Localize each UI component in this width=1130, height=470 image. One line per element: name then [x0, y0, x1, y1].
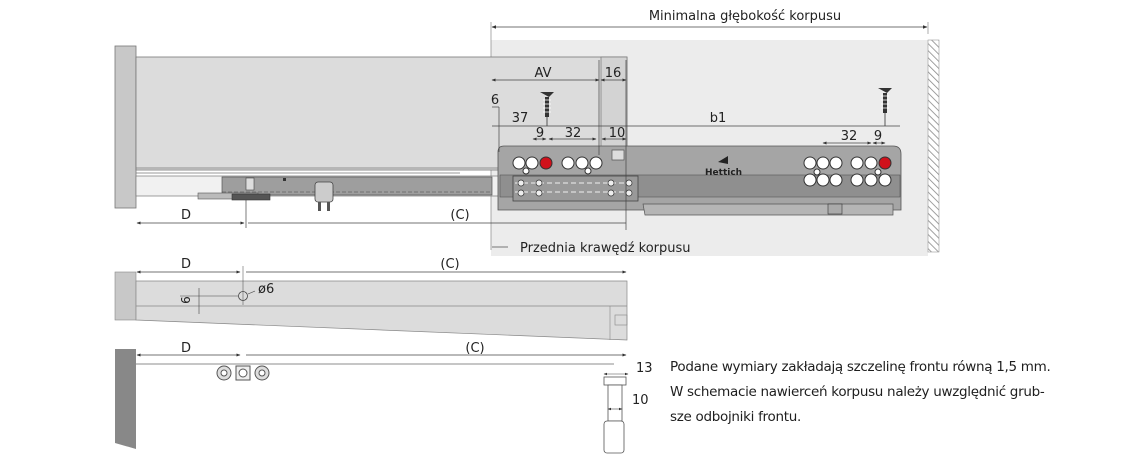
- dim-10: 10: [609, 126, 626, 141]
- side-view-bottom-panel: [135, 280, 628, 341]
- bottom-view: D (C) 13 10: [115, 341, 653, 454]
- dim-9-front: 9: [536, 126, 544, 141]
- rail-screws: [517, 179, 633, 197]
- dim-37: 37: [512, 111, 529, 126]
- note-line: sze odbojniki frontu.: [670, 409, 801, 425]
- bottom-dim-10: 10: [632, 393, 649, 408]
- dim-b1: b1: [710, 111, 727, 126]
- dim-av: AV: [535, 66, 552, 81]
- min-depth-label: Minimalna głębokość korpusu: [649, 9, 841, 24]
- front-edge-label: Przednia krawędź korpusu: [520, 241, 691, 256]
- side-hole-offset: 6: [179, 296, 193, 304]
- side-dim-d: D: [181, 257, 191, 272]
- note-line: W schemacie nawierceń korpusu należy uwz…: [670, 384, 1045, 400]
- drawer-front: [114, 45, 137, 209]
- side-hole-dia: ø6: [258, 282, 274, 297]
- rear-wall-hatch: [927, 39, 940, 253]
- bottom-dim-d: D: [181, 341, 191, 356]
- top-view: Minimalna głębokość korpusu: [114, 9, 940, 256]
- mounting-holes-front: [512, 156, 603, 175]
- accent-hole-rear: [878, 156, 892, 170]
- wood-screw-icon: [878, 88, 892, 126]
- svg-text:Hettich: Hettich: [705, 168, 742, 178]
- dim-c-top: (C): [450, 208, 469, 223]
- bottom-view-front: [115, 349, 136, 449]
- hettich-logo: Hettich: [705, 156, 742, 178]
- side-view: D (C) ø6 6: [114, 257, 628, 341]
- side-dim-c: (C): [440, 257, 459, 272]
- bottom-dim-c: (C): [465, 341, 484, 356]
- dim-6: 6: [491, 93, 499, 108]
- note-line: Podane wymiary zakładają szczelinę front…: [670, 359, 1051, 375]
- bottom-dim-13: 13: [636, 361, 653, 376]
- note-text: Podane wymiary zakładają szczelinę front…: [670, 355, 1110, 430]
- dim-16: 16: [605, 66, 622, 81]
- accent-hole-front: [539, 156, 553, 170]
- dim-d-top: D: [181, 208, 191, 223]
- dim-32-front: 32: [565, 126, 582, 141]
- dim-9-rear: 9: [874, 129, 882, 144]
- wood-screw-icon: [540, 92, 554, 126]
- dim-32-rear: 32: [841, 129, 858, 144]
- front-fixing-bracket: [216, 365, 270, 381]
- front-bumper: [603, 376, 627, 454]
- mounting-holes-rear: [803, 156, 892, 187]
- side-view-front: [114, 271, 137, 321]
